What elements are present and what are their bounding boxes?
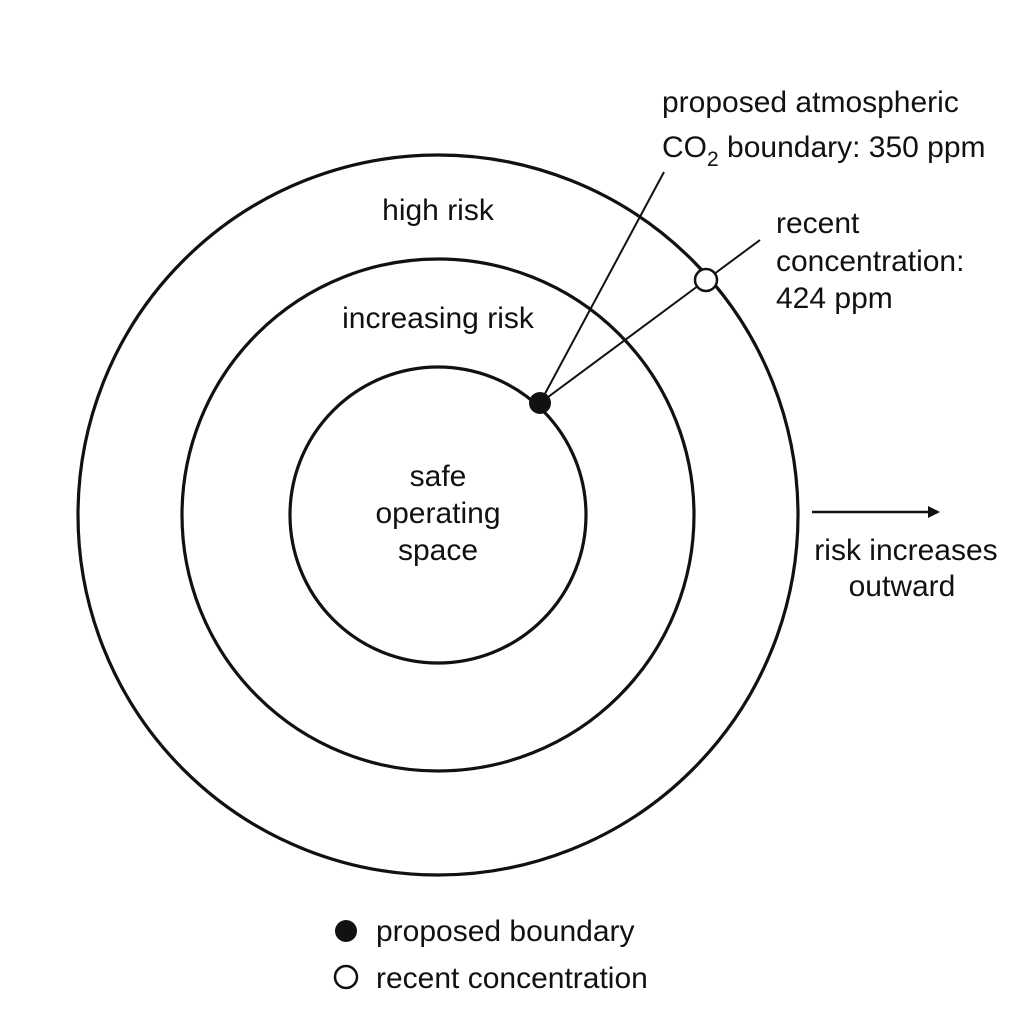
co2-subscript: 2 [707, 148, 719, 171]
direction-label-line-2: outward [849, 570, 956, 603]
open-circle-icon [333, 964, 359, 990]
high-risk-label: high risk [382, 194, 495, 227]
recent-concentration-link-line [539, 279, 707, 404]
proposed-callout-line-1: proposed atmospheric [662, 86, 959, 119]
safe-space-label-line-2: operating [375, 497, 500, 530]
filled-circle-icon [335, 920, 357, 942]
recent-callout-line-1: recent [776, 207, 860, 240]
increasing-risk-label: increasing risk [342, 302, 535, 335]
legend-proposed-boundary-label: proposed boundary [376, 915, 635, 948]
legend: proposed boundary recent concentration [333, 915, 648, 995]
proposed-boundary-leader-line [539, 171, 665, 404]
co2-prefix: CO [662, 131, 707, 164]
safe-space-label-line-3: space [398, 534, 478, 567]
boundary-value: boundary: 350 ppm [719, 131, 986, 164]
middle-ring [180, 257, 696, 773]
proposed-boundary-marker [529, 392, 551, 414]
recent-callout-line-3: 424 ppm [776, 282, 893, 315]
direction-label-line-1: risk increases [814, 534, 997, 567]
recent-concentration-marker [693, 267, 719, 293]
legend-recent-concentration-label: recent concentration [376, 962, 648, 995]
recent-callout-line-2: concentration: [776, 245, 964, 278]
proposed-callout-line-2: CO2 boundary: 350 ppm [662, 131, 986, 171]
inner-ring [288, 365, 588, 665]
outer-ring [76, 153, 800, 877]
safe-space-label-line-1: safe [410, 460, 467, 493]
